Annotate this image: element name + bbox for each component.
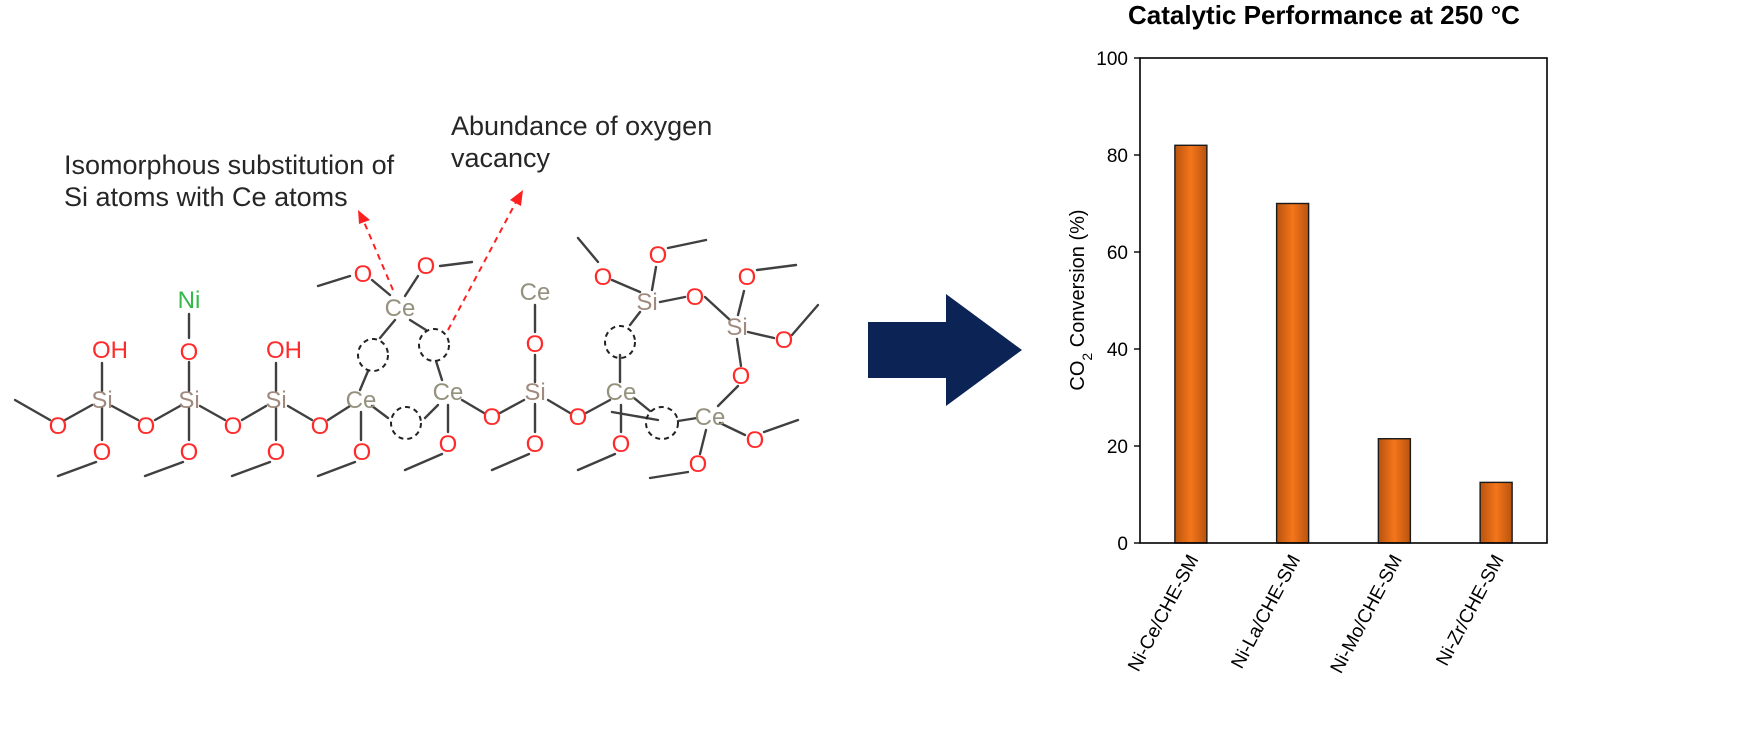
oxygen-atom: O bbox=[594, 264, 613, 291]
oxygen-atom: O bbox=[267, 439, 286, 466]
y-tick-label: 100 bbox=[1096, 49, 1128, 70]
y-tick-label: 20 bbox=[1107, 437, 1128, 458]
oxygen-vacancies bbox=[357, 325, 679, 440]
oxygen-atom: O bbox=[180, 339, 199, 366]
silicon-atom: Si bbox=[636, 289, 657, 316]
bar bbox=[1275, 202, 1310, 544]
cerium-atom: Ce bbox=[346, 387, 377, 414]
oxygen-atom: O bbox=[526, 331, 545, 358]
bar bbox=[1479, 481, 1513, 544]
oxygen-atom: O bbox=[612, 431, 631, 458]
oxygen-atom: O bbox=[137, 413, 156, 440]
cerium-atom: Ce bbox=[433, 379, 464, 406]
y-tick-label: 80 bbox=[1107, 146, 1128, 167]
oxygen-atom: O bbox=[649, 242, 668, 269]
y-tick-label: 60 bbox=[1107, 243, 1128, 264]
oxygen-atom: O bbox=[353, 439, 372, 466]
y-axis-label: CO2 Conversion (%) bbox=[1067, 209, 1095, 390]
cerium-atom: Ce bbox=[520, 279, 551, 306]
oxygen-vacancy bbox=[357, 338, 389, 372]
vacancy-note-line1: Abundance of oxygen bbox=[451, 111, 712, 141]
oxygen-atom: O bbox=[93, 439, 112, 466]
y-tick-label: 40 bbox=[1107, 340, 1128, 361]
bar bbox=[1174, 144, 1208, 544]
bars bbox=[1174, 144, 1513, 544]
oxygen-vacancy bbox=[645, 406, 679, 440]
oxygen-atom: O bbox=[311, 413, 330, 440]
oxygen-vacancy bbox=[418, 328, 450, 362]
oxygen-atom: O bbox=[49, 413, 68, 440]
silicon-atom: Si bbox=[726, 314, 747, 341]
oxygen-atom: O bbox=[732, 363, 751, 390]
bar-chart: Catalytic Performance at 250 °C 0 20 40 60 8… bbox=[1067, 0, 1548, 677]
atom-labels: O O O O O O O O O O O O O O O O O O O O … bbox=[49, 242, 794, 478]
oxygen-atom: O bbox=[180, 439, 199, 466]
substitution-note-line2: Si atoms with Ce atoms bbox=[64, 182, 348, 212]
cerium-atom: Ce bbox=[385, 295, 416, 322]
chart-title: Catalytic Performance at 250 °C bbox=[1128, 0, 1520, 30]
callout-arrowhead bbox=[510, 190, 523, 206]
silicon-atom: Si bbox=[178, 387, 199, 414]
hydroxyl-group: OH bbox=[92, 337, 128, 364]
oxygen-atom: O bbox=[354, 261, 373, 288]
x-tick-label: Ni-La/CHE-SM bbox=[1228, 551, 1306, 672]
y-axis-ticks: 0 20 40 60 80 100 bbox=[1096, 49, 1140, 555]
bonds bbox=[13, 236, 820, 480]
oxygen-atom: O bbox=[775, 327, 794, 354]
right-arrow-icon bbox=[868, 294, 1022, 406]
cerium-atom: Ce bbox=[695, 404, 726, 431]
oxygen-atom: O bbox=[417, 253, 436, 280]
x-axis-labels: Ni-Ce/CHE-SM Ni-La/CHE-SM Ni-Mo/CHE-SM Ni-Z… bbox=[1124, 551, 1508, 676]
oxygen-atom: O bbox=[686, 284, 705, 311]
x-tick-label: Ni-Mo/CHE-SM bbox=[1327, 551, 1407, 676]
oxygen-atom: O bbox=[439, 431, 458, 458]
oxygen-atom: O bbox=[689, 451, 708, 478]
oxygen-vacancy bbox=[390, 406, 422, 440]
x-tick-label: Ni-Ce/CHE-SM bbox=[1124, 551, 1203, 675]
oxygen-atom: O bbox=[746, 427, 765, 454]
callouts: Isomorphous substitution of Si atoms wit… bbox=[64, 111, 712, 331]
y-tick-label: 0 bbox=[1117, 534, 1128, 555]
substitution-note-line1: Isomorphous substitution of bbox=[64, 150, 395, 180]
bar bbox=[1377, 438, 1412, 544]
molecular-schematic: O O O O O O O O O O O O O O O O O O O O … bbox=[13, 111, 820, 480]
oxygen-atom: O bbox=[569, 404, 588, 431]
oxygen-atom: O bbox=[738, 264, 757, 291]
oxygen-vacancy bbox=[604, 325, 636, 359]
oxygen-atom: O bbox=[224, 413, 243, 440]
silicon-atom: Si bbox=[265, 387, 286, 414]
silicon-atom: Si bbox=[91, 387, 112, 414]
oxygen-atom: O bbox=[483, 404, 502, 431]
hydroxyl-group: OH bbox=[266, 337, 302, 364]
oxygen-atom: O bbox=[526, 431, 545, 458]
plot-frame bbox=[1139, 57, 1548, 544]
nickel-atom: Ni bbox=[178, 287, 201, 314]
x-tick-label: Ni-Zr/CHE-SM bbox=[1433, 551, 1509, 669]
vacancy-note-line2: vacancy bbox=[451, 143, 551, 173]
cerium-atom: Ce bbox=[606, 379, 637, 406]
callout-arrowhead bbox=[358, 210, 370, 224]
silicon-atom: Si bbox=[524, 379, 545, 406]
